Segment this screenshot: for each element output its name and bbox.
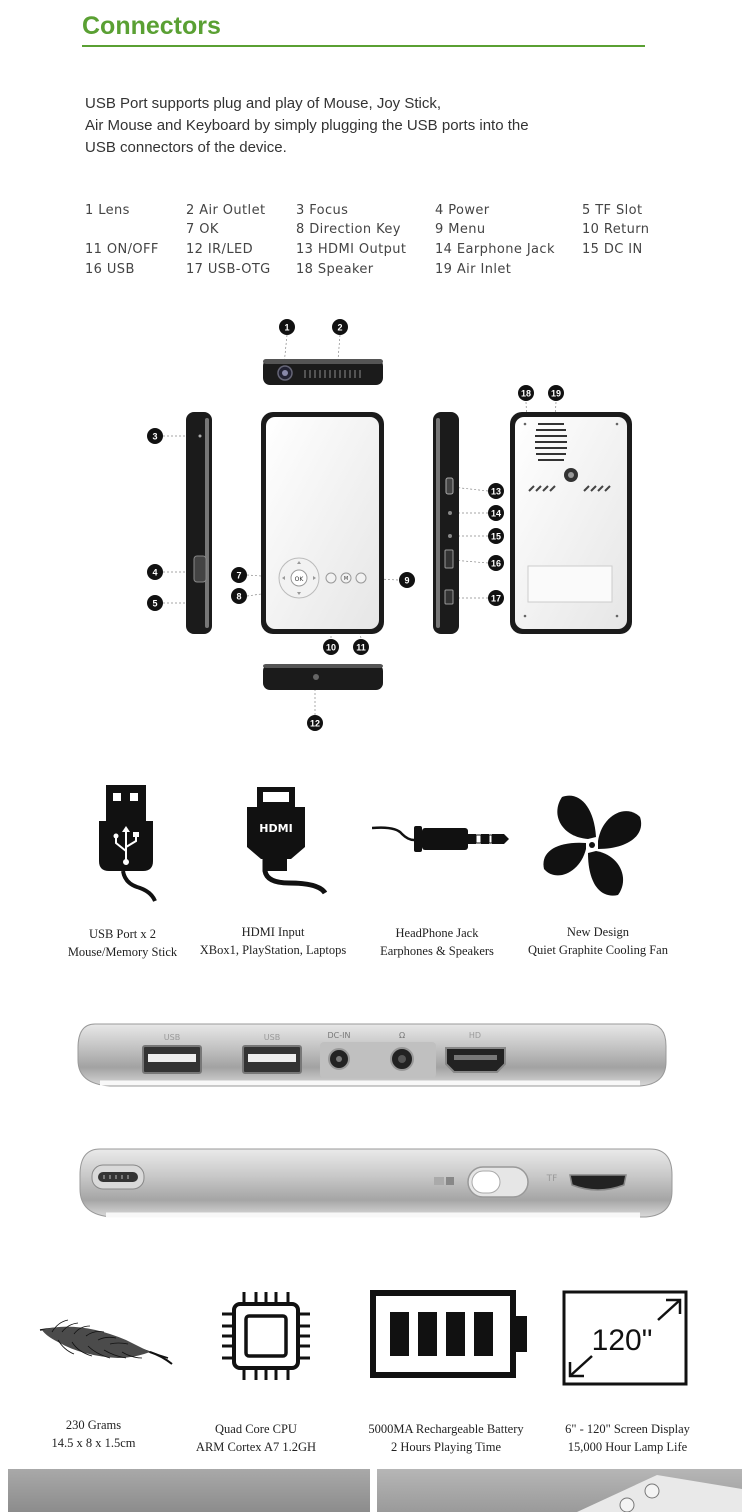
legend-item: 13 HDMI Output	[296, 242, 407, 257]
legend-item: 12 IR/LED	[186, 242, 253, 257]
caption-line: USB Port x 2	[88, 927, 157, 941]
svg-text:12: 12	[310, 719, 320, 729]
feature-caption-headphone: HeadPhone Jack Earphones & Speakers	[360, 924, 514, 960]
caption-line: 6" - 120" Screen Display	[565, 1422, 690, 1436]
caption-line: 230 Grams	[65, 1418, 122, 1432]
legend-item: 15 DC IN	[582, 242, 643, 257]
bottom-photo-right	[377, 1469, 742, 1512]
feature-caption-hdmi: HDMI Input XBox1, PlayStation, Laptops	[183, 923, 363, 959]
device-diagram: OK M	[147, 319, 632, 731]
svg-text:USB: USB	[164, 1033, 180, 1042]
legend-item: 4 Power	[435, 203, 490, 218]
legend-item: 7 OK	[186, 222, 219, 237]
feature-caption-usb: USB Port x 2 Mouse/Memory Stick	[0, 925, 245, 961]
legend-item: 10 Return	[582, 222, 650, 237]
cpu-icon	[222, 1292, 310, 1380]
svg-text:17: 17	[491, 594, 501, 604]
svg-text:7: 7	[236, 571, 241, 581]
device-back-view	[510, 412, 632, 634]
caption-line: 14.5 x 8 x 1.5cm	[51, 1436, 136, 1450]
legend-item: 1 Lens	[85, 203, 130, 218]
legend-item: 9 Menu	[435, 222, 486, 237]
svg-text:5: 5	[152, 599, 157, 609]
svg-text:USB: USB	[264, 1033, 280, 1042]
legend-item: 14 Earphone Jack	[435, 242, 555, 257]
feature-caption-screen: 6" - 120" Screen Display 15,000 Hour Lam…	[545, 1420, 710, 1456]
intro-line-3: USB connectors of the device.	[85, 139, 287, 156]
feature-caption-battery: 5000MA Rechargeable Battery 2 Hours Play…	[358, 1420, 534, 1456]
svg-text:8: 8	[236, 592, 241, 602]
usb-icon	[99, 785, 157, 902]
svg-text:19: 19	[551, 389, 561, 399]
screen-size-icon: 120"	[562, 1290, 688, 1386]
svg-text:HD: HD	[469, 1031, 481, 1040]
intro-line-2: Air Mouse and Keyboard by simply pluggin…	[85, 117, 529, 134]
svg-text:M: M	[344, 576, 348, 582]
hdmi-icon: HDMI	[247, 787, 328, 895]
svg-text:120": 120"	[592, 1324, 653, 1357]
legend-item: 18 Speaker	[296, 262, 374, 277]
page-title: Connectors	[82, 12, 221, 40]
svg-text:13: 13	[491, 487, 501, 497]
device-front-view: OK M	[261, 412, 384, 634]
caption-line: 15,000 Hour Lamp Life	[567, 1440, 688, 1454]
caption-line: Quiet Graphite Cooling Fan	[528, 943, 668, 957]
device-corner-photo	[577, 1475, 742, 1512]
svg-text:DC-IN: DC-IN	[328, 1031, 351, 1040]
svg-text:Ω: Ω	[399, 1031, 405, 1040]
ports-edge-photo: USB USB DC-IN Ω HD	[77, 1023, 667, 1087]
device-right-side	[433, 412, 459, 634]
svg-text:HDMI: HDMI	[259, 822, 292, 835]
svg-text:4: 4	[152, 568, 157, 578]
svg-text:1: 1	[284, 323, 289, 333]
fan-icon	[543, 795, 642, 896]
caption-line: 2 Hours Playing Time	[390, 1440, 502, 1454]
caption-line: Earphones & Speakers	[380, 944, 494, 958]
legend-item: 2 Air Outlet	[186, 203, 266, 218]
svg-text:TF: TF	[546, 1174, 558, 1184]
feature-caption-weight: 230 Grams 14.5 x 8 x 1.5cm	[0, 1416, 187, 1452]
battery-icon	[370, 1290, 527, 1378]
caption-line: Quad Core CPU	[215, 1422, 297, 1436]
intro-line-1: USB Port supports plug and play of Mouse…	[85, 95, 442, 112]
feather-icon	[39, 1319, 173, 1365]
legend-item: 19 Air Inlet	[435, 262, 512, 277]
device-top-view	[263, 359, 383, 385]
svg-text:3: 3	[152, 432, 157, 442]
caption-line: 5000MA Rechargeable Battery	[368, 1422, 524, 1436]
svg-text:15: 15	[491, 532, 501, 542]
device-left-side	[186, 412, 212, 634]
caption-line: XBox1, PlayStation, Laptops	[199, 943, 347, 957]
caption-line: Mouse/Memory Stick	[67, 945, 178, 959]
title-divider	[82, 45, 645, 47]
callout-badges: 1 2 3 4 5 7 8 9 10 11 12 13 14 15 16 17 …	[147, 319, 564, 731]
side-edge-photo: TF	[79, 1148, 673, 1218]
svg-text:16: 16	[491, 559, 501, 569]
legend-item: 5 TF Slot	[582, 203, 643, 218]
headphone-jack-icon	[372, 826, 509, 852]
svg-text:10: 10	[326, 643, 336, 653]
feature-caption-cpu: Quad Core CPU ARM Cortex A7 1.2GH	[180, 1420, 332, 1456]
caption-line: HeadPhone Jack	[395, 926, 479, 940]
svg-text:9: 9	[404, 576, 409, 586]
svg-text:18: 18	[521, 389, 531, 399]
svg-text:14: 14	[491, 509, 501, 519]
caption-line: HDMI Input	[241, 925, 305, 939]
caption-line: New Design	[566, 925, 630, 939]
svg-text:2: 2	[337, 323, 342, 333]
legend-item: 11 ON/OFF	[85, 242, 159, 257]
feature-caption-fan: New Design Quiet Graphite Cooling Fan	[518, 923, 678, 959]
legend-item: 3 Focus	[296, 203, 349, 218]
legend-item: 17 USB-OTG	[186, 262, 271, 277]
svg-text:11: 11	[356, 643, 366, 653]
svg-text:OK: OK	[295, 576, 305, 583]
caption-line: ARM Cortex A7 1.2GH	[195, 1440, 317, 1454]
legend-item: 16 USB	[85, 262, 135, 277]
bottom-photo-left	[8, 1469, 370, 1512]
device-bottom-view	[263, 664, 383, 690]
legend-item: 8 Direction Key	[296, 222, 401, 237]
